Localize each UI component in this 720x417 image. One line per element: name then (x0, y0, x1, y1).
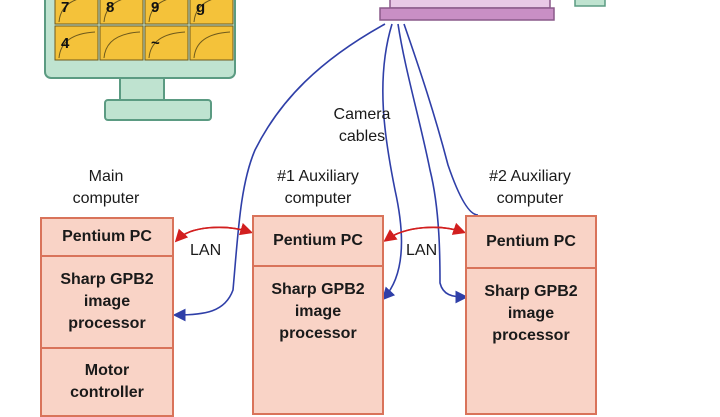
aux1-computer-box: Pentium PC Sharp GPB2 image processor (252, 215, 384, 415)
monitor-tile-arc (193, 31, 231, 59)
aux1-pentium-cell: Pentium PC (254, 217, 382, 267)
monitor-tile (189, 25, 234, 61)
monitor-tile-arc (103, 31, 141, 59)
main-gpb2-cell: Sharp GPB2 image processor (42, 257, 172, 349)
cable-to-aux2-a (397, 23, 469, 304)
monitor-tile (99, 25, 144, 61)
cable-to-aux2-b (403, 23, 479, 216)
lan-arrow-aux2 (385, 222, 467, 241)
aux1-gpb2-cell: Sharp GPB2 image processor (271, 281, 365, 342)
monitor-tile (144, 25, 189, 61)
aux2-computer-label: #2 Auxiliary computer (489, 168, 571, 207)
aux2-gpb2-cell: Sharp GPB2 image processor (484, 283, 578, 344)
camera-base-icon (379, 0, 606, 21)
main-pentium-cell: Pentium PC (42, 219, 172, 257)
main-computer-box: Pentium PC Sharp GPB2 image processor Mo… (40, 217, 174, 417)
monitor-tile-label: ~ (151, 35, 160, 52)
camera-cables-label: Camera cables (333, 106, 391, 145)
monitor-tile-arc (58, 31, 96, 59)
lan-label-1: LAN (190, 242, 222, 259)
monitor-tile (99, 0, 144, 25)
monitor-tile-arc (103, 0, 123, 23)
monitor-tile-label: 8 (106, 0, 114, 16)
lan-label-2: LAN (406, 242, 438, 259)
aux1-computer-label: #1 Auxiliary computer (277, 168, 359, 207)
monitor-tile-arc (148, 31, 186, 59)
camera-cables (172, 23, 479, 322)
diagram-graphics: 7 8 9 g 4 ~ (44, 0, 606, 322)
monitor-tile (54, 25, 99, 61)
monitor-tile-arc (58, 0, 78, 23)
monitor-tile-label: g (196, 0, 205, 16)
lan-links (174, 222, 467, 243)
monitor-tile-arc (148, 0, 168, 23)
cable-to-aux1 (381, 23, 403, 301)
cable-to-main (172, 23, 386, 322)
main-motor-cell: Motor controller (70, 362, 144, 401)
main-computer-label: Main computer (72, 168, 140, 207)
monitor-tile-label: 7 (61, 0, 69, 16)
monitor-stand (104, 99, 212, 121)
monitor-tile-arc (193, 0, 213, 23)
aux2-pentium-cell: Pentium PC (467, 217, 595, 269)
monitor-tile-label: 4 (61, 35, 70, 52)
aux2-computer-box: Pentium PC Sharp GPB2 image processor (465, 215, 597, 415)
monitor-screen: 7 8 9 g 4 ~ (54, 0, 234, 61)
monitor-tile-label: 9 (151, 0, 159, 16)
monitor-neck (119, 77, 165, 101)
lan-arrow-aux1-left (176, 222, 254, 241)
monitor-tile (144, 0, 189, 25)
